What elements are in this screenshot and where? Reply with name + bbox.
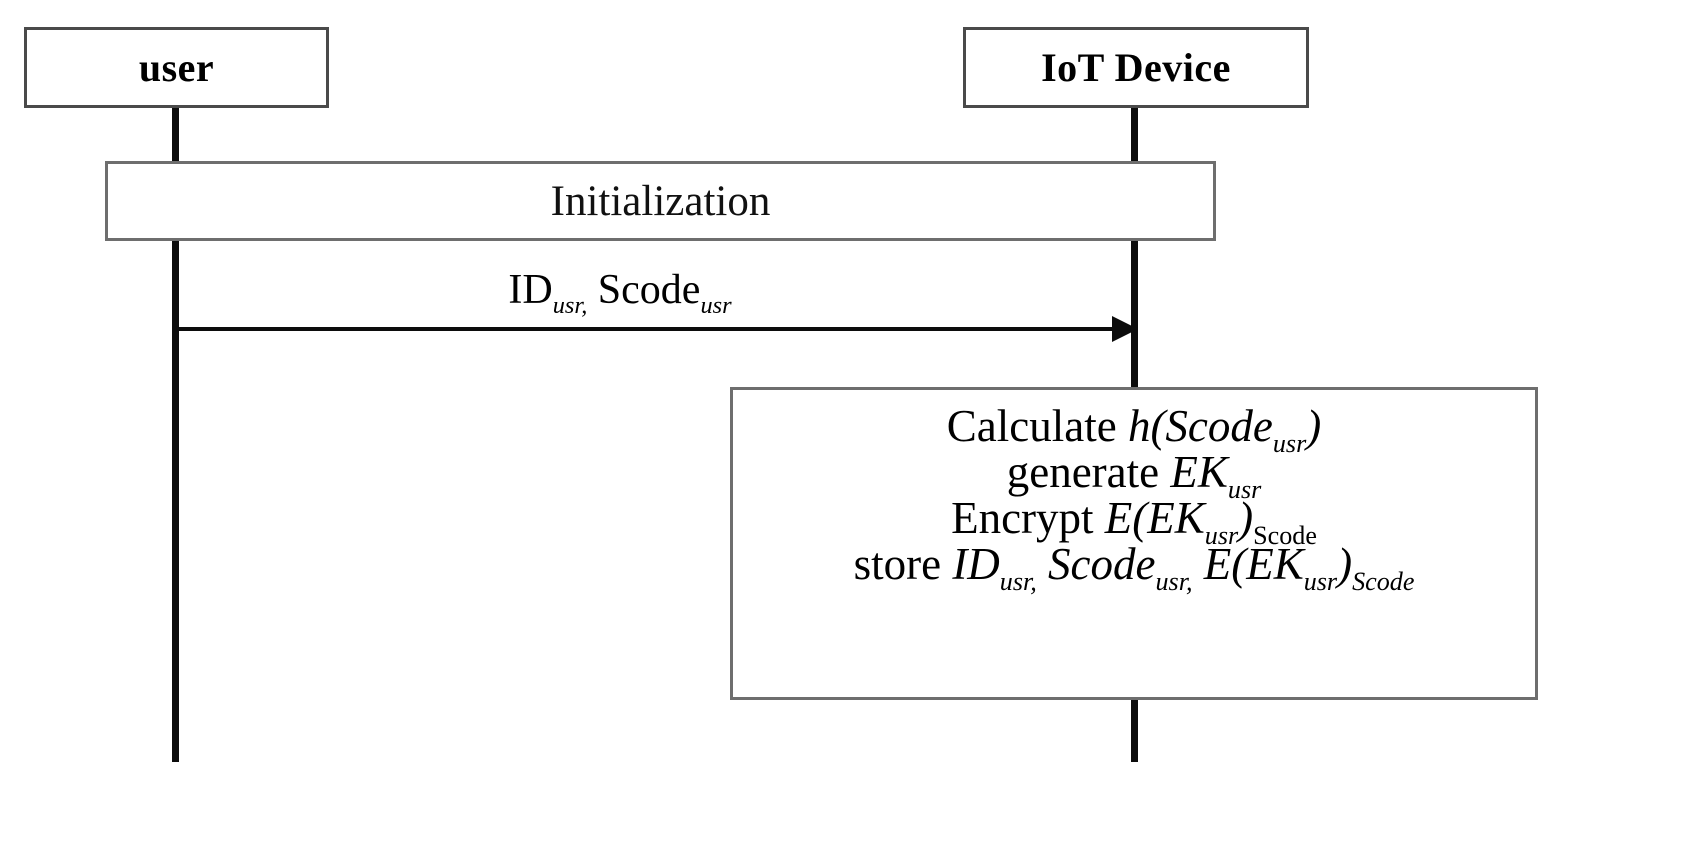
- message-label-id: ID: [508, 267, 553, 313]
- operation-line-calculate: Calculate h(Scodeusr): [946, 401, 1322, 458]
- message-label-id-scode: IDusr, Scodeusr: [380, 266, 860, 318]
- operation-line-generate: generate EKusr: [1006, 446, 1262, 504]
- message-arrow-head-icon: [1112, 316, 1138, 342]
- phase-band-initialization[interactable]: Initialization: [105, 161, 1216, 241]
- actor-label-iot-device: IoT Device: [1041, 45, 1231, 90]
- message-label-id-subscript: usr,: [552, 292, 588, 320]
- operation-box-iot-device[interactable]: Calculate h(Scodeusr) generate EKusr Enc…: [730, 387, 1538, 700]
- phase-band-label: Initialization: [550, 177, 771, 225]
- operation-line-store: store IDusr, Scodeusr, E(EKusr)Scode: [853, 538, 1415, 596]
- actor-label-user: user: [138, 45, 215, 90]
- message-label-scode-subscript: usr: [700, 292, 732, 320]
- actor-box-iot-device[interactable]: IoT Device: [963, 27, 1309, 108]
- actor-box-user[interactable]: user: [24, 27, 329, 108]
- lifeline-user: [172, 104, 179, 762]
- message-label-scode: Scode: [587, 267, 701, 313]
- message-arrow-line[interactable]: [176, 327, 1118, 331]
- operation-line-encrypt: Encrypt E(EKusr)Scode: [951, 492, 1317, 550]
